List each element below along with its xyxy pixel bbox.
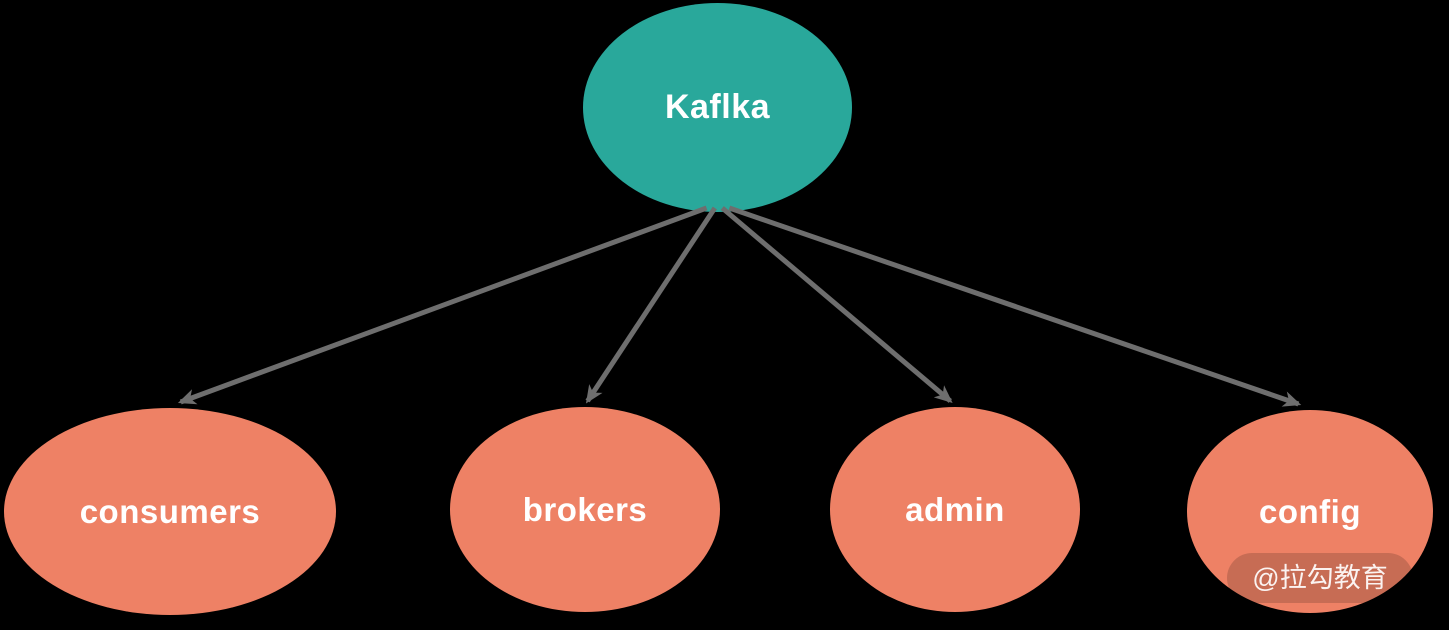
edge-arrow: [585, 206, 717, 404]
node-config: config: [1187, 410, 1433, 613]
node-label: admin: [905, 490, 1005, 528]
edge-arrow: [728, 205, 1302, 407]
watermark-text: @拉勾教育: [1252, 562, 1388, 593]
watermark-badge: @拉勾教育: [1227, 553, 1413, 603]
node-label: brokers: [522, 490, 648, 528]
node-label: Kaflka: [664, 88, 771, 126]
node-label: consumers: [79, 492, 261, 530]
edge-arrow: [177, 205, 708, 405]
node-kaflka: Kaflka: [583, 3, 852, 212]
node-label: config: [1259, 492, 1361, 530]
edge-arrow: [720, 206, 953, 403]
node-brokers: brokers: [450, 407, 720, 612]
node-admin: admin: [830, 407, 1080, 612]
node-consumers: consumers: [4, 408, 336, 615]
